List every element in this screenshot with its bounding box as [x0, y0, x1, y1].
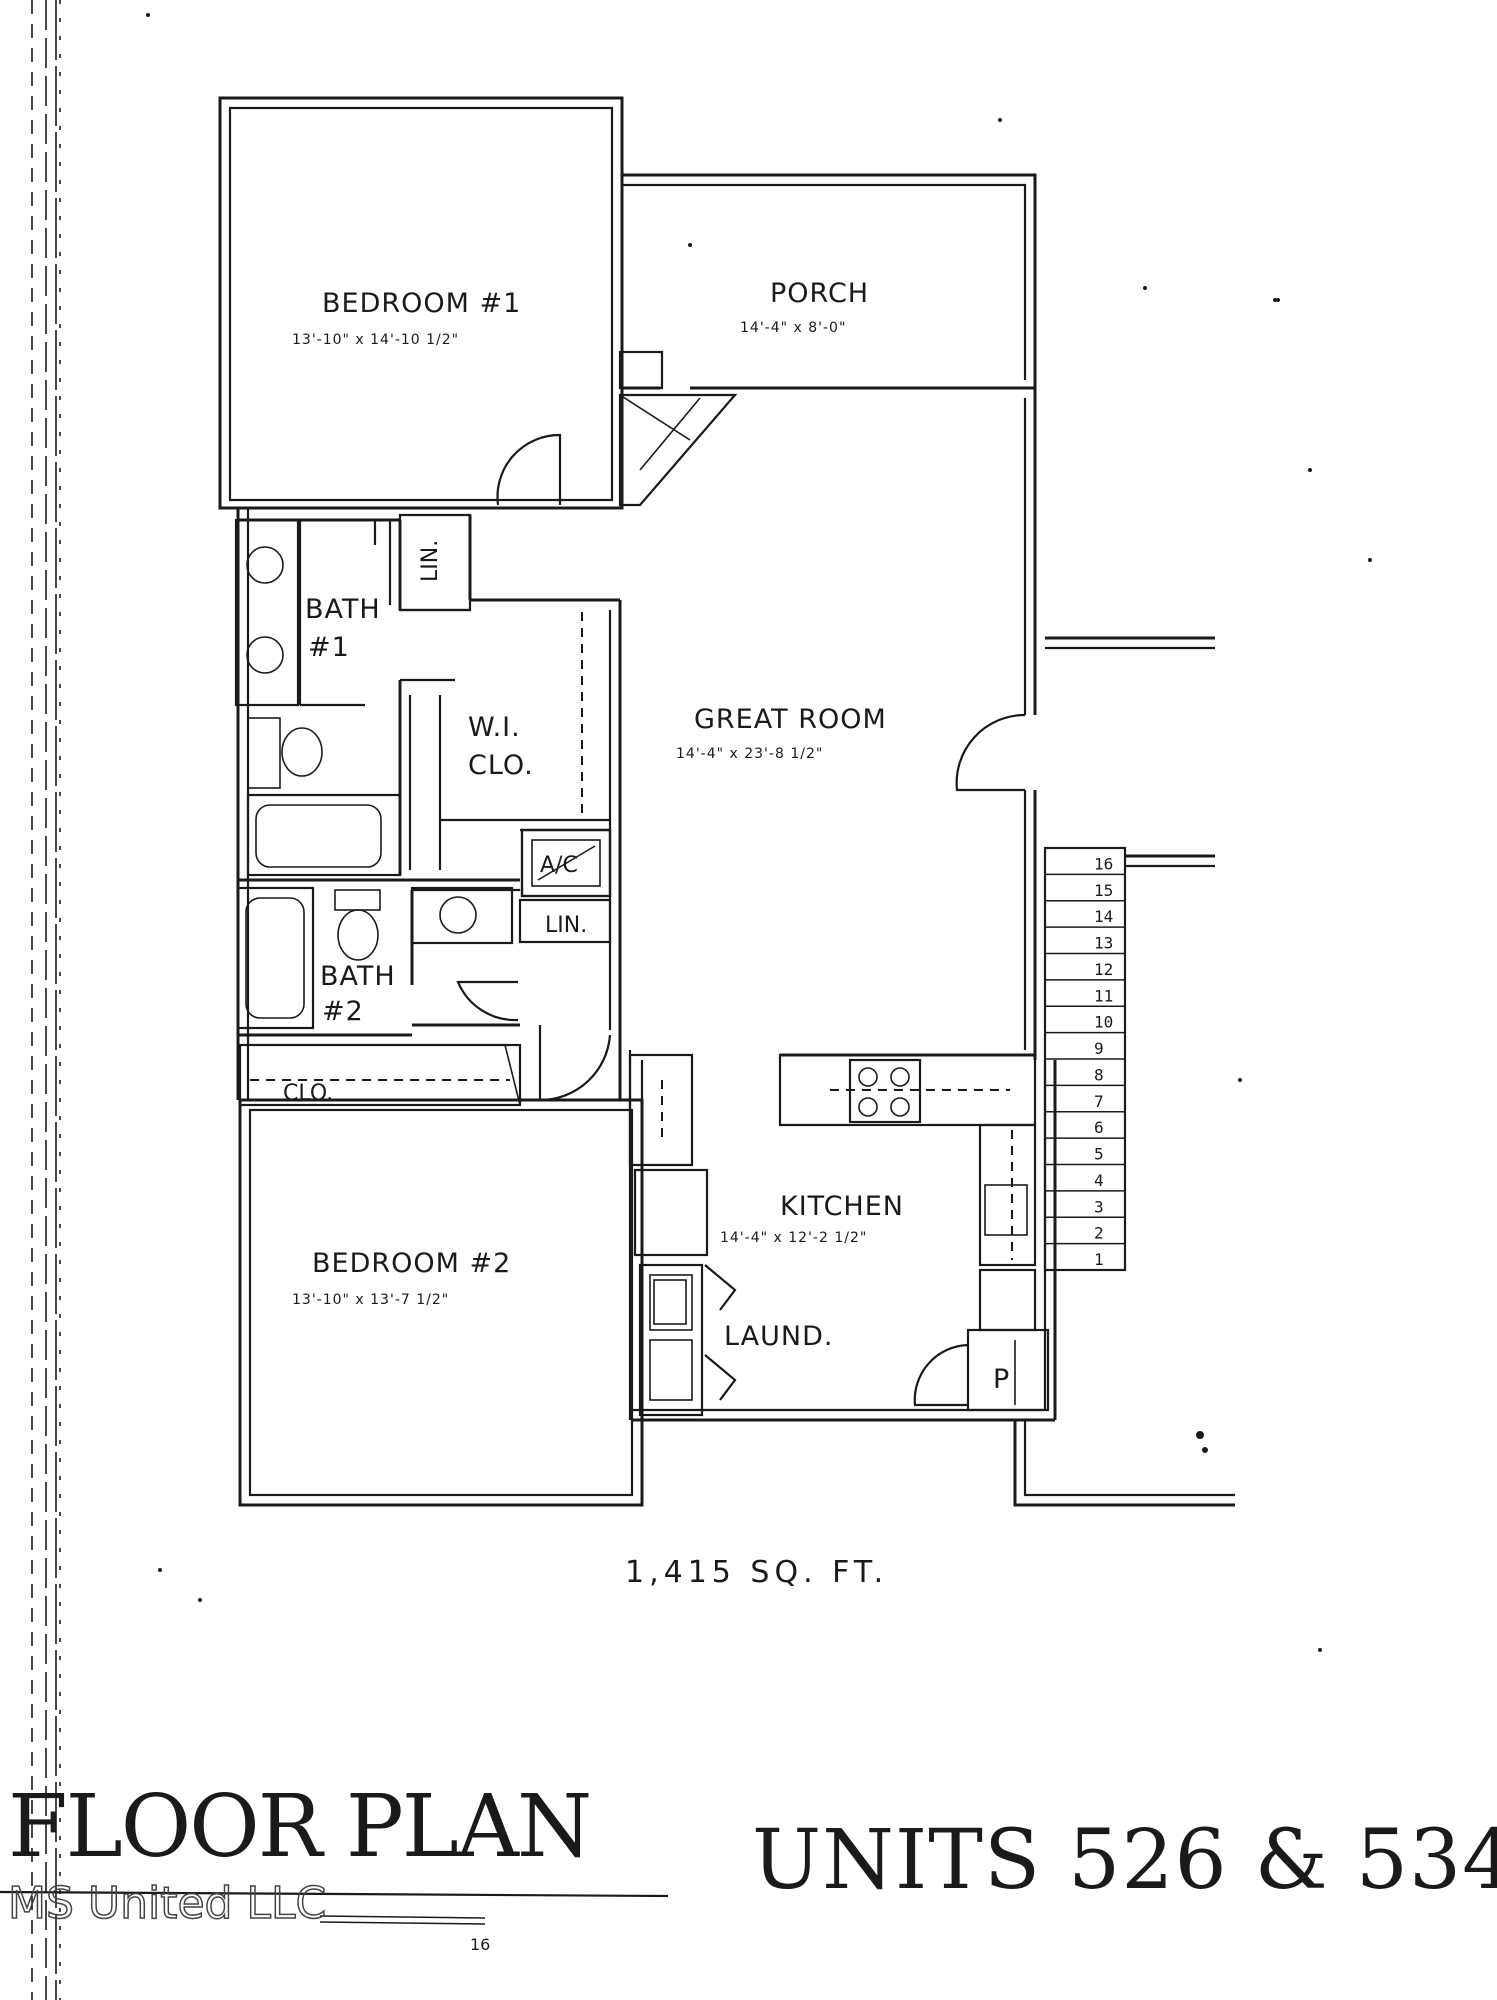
wi-closet-line2: CLO. [468, 750, 534, 781]
stair-number: 11 [1094, 986, 1113, 1005]
title-block: FLOOR PLAN UNITS 526 & 534 MS United LLC… [0, 1777, 1497, 1954]
stair-number: 4 [1094, 1171, 1104, 1190]
bath2-name: BATH [320, 961, 396, 992]
stair-number: 9 [1094, 1039, 1104, 1058]
stair-number: 6 [1094, 1118, 1104, 1137]
bath1-name: BATH [305, 594, 381, 625]
stair-number: 3 [1094, 1197, 1104, 1216]
stair-number: 7 [1094, 1092, 1104, 1111]
stair-number: 10 [1094, 1013, 1113, 1032]
porch-name: PORCH [770, 278, 869, 309]
bedroom2-dims: 13'-10" x 13'-7 1/2" [292, 1292, 449, 1308]
footer-number: 16 [470, 1935, 490, 1954]
stair-number: 8 [1094, 1065, 1104, 1084]
bath2-number: #2 [322, 996, 364, 1027]
scan-specks [146, 13, 1372, 1652]
staircase: 16 15 14 13 12 11 10 9 8 7 6 5 4 3 2 1 [1043, 846, 1127, 1272]
stair-number: 15 [1094, 881, 1113, 900]
stair-number: 14 [1094, 907, 1113, 926]
footer-watermark: MS United LLC [8, 1878, 326, 1929]
stair-number: 5 [1094, 1145, 1104, 1164]
exterior-extensions [1013, 636, 1235, 1507]
stair-number: 16 [1094, 854, 1113, 873]
great-room-dims: 14'-4" x 23'-8 1/2" [676, 746, 823, 762]
bath1-number: #1 [308, 632, 350, 663]
bedroom2-name: BEDROOM #2 [312, 1248, 511, 1279]
stair-number: 2 [1094, 1224, 1104, 1243]
great-room-name: GREAT ROOM [694, 704, 887, 735]
scan-margin-lines [31, 0, 61, 2000]
floor-plan-title: FLOOR PLAN [8, 1777, 590, 1877]
ac-unit [520, 828, 612, 898]
bedroom1-name: BEDROOM #1 [322, 288, 521, 319]
square-footage: 1,415 SQ. FT. [625, 1555, 888, 1590]
porch-dims: 14'-4" x 8'-0" [740, 320, 846, 336]
ac-label: A/C [540, 853, 578, 878]
stair-number: 1 [1094, 1250, 1104, 1269]
closet-label: CLO. [283, 1081, 333, 1106]
bedroom1-dims: 13'-10" x 14'-10 1/2" [292, 332, 459, 348]
units-label: UNITS 526 & 534 [752, 1813, 1497, 1908]
pantry-label: P [993, 1364, 1010, 1395]
linen1-label: LIN. [418, 540, 443, 582]
kitchen-name: KITCHEN [780, 1191, 904, 1222]
stair-number: 12 [1094, 960, 1113, 979]
wi-closet-line1: W.I. [468, 712, 521, 743]
laundry-label: LAUND. [724, 1321, 833, 1352]
kitchen-dims: 14'-4" x 12'-2 1/2" [720, 1230, 867, 1246]
linen2-label: LIN. [545, 913, 587, 938]
room-labels: BEDROOM #1 13'-10" x 14'-10 1/2" PORCH 1… [283, 278, 1010, 1395]
stair-number: 13 [1094, 934, 1113, 953]
door-swings [373, 433, 1026, 1407]
